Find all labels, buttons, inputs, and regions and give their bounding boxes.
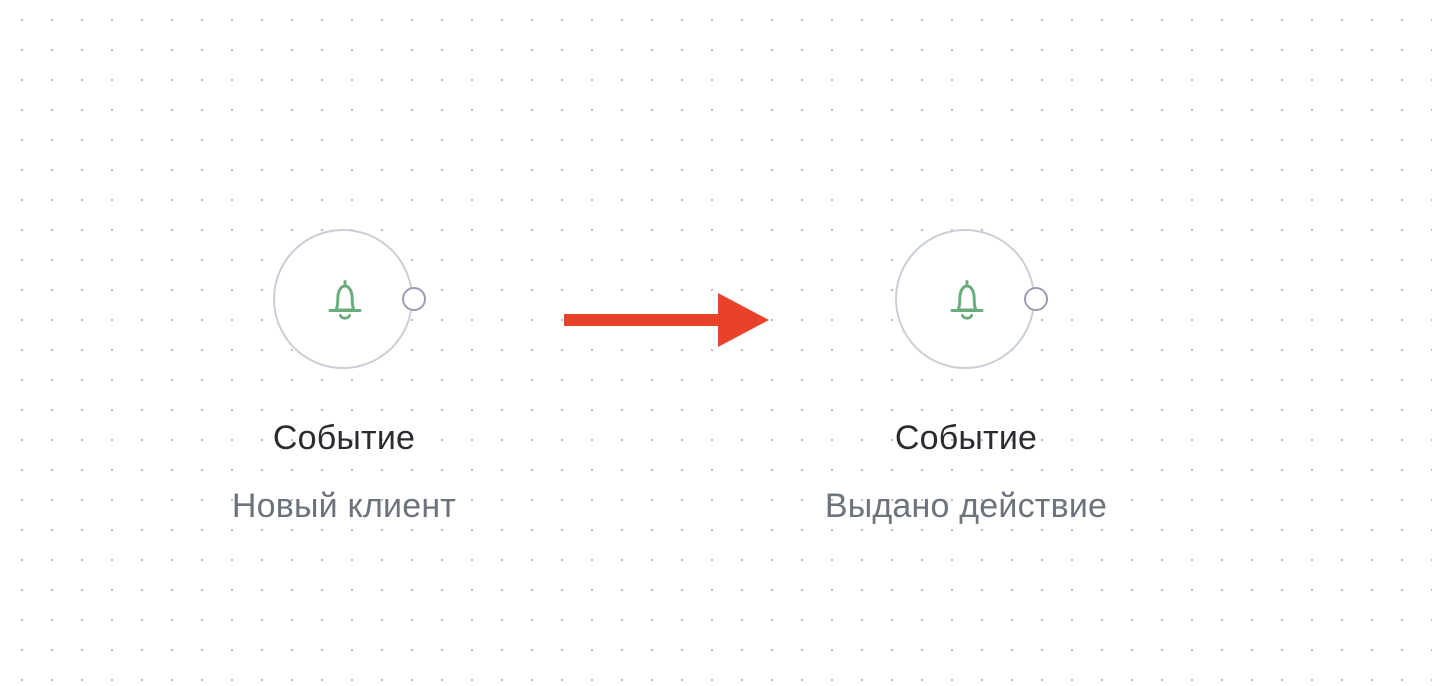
node-circle[interactable] — [273, 229, 413, 369]
node-name-label: Выдано действие — [824, 487, 1108, 525]
bell-icon — [950, 280, 984, 320]
flow-arrow — [564, 293, 769, 347]
node-circle[interactable] — [895, 229, 1035, 369]
node-type-label: Событие — [272, 419, 416, 457]
bell-icon — [328, 280, 362, 320]
event-node-action-issued[interactable]: Событие Выдано действие — [756, 224, 1176, 544]
output-connector-port[interactable] — [402, 287, 426, 311]
node-type-label: Событие — [894, 419, 1038, 457]
output-connector-port[interactable] — [1024, 287, 1048, 311]
event-node-new-client[interactable]: Событие Новый клиент — [134, 224, 554, 544]
node-name-label: Новый клиент — [231, 487, 457, 525]
